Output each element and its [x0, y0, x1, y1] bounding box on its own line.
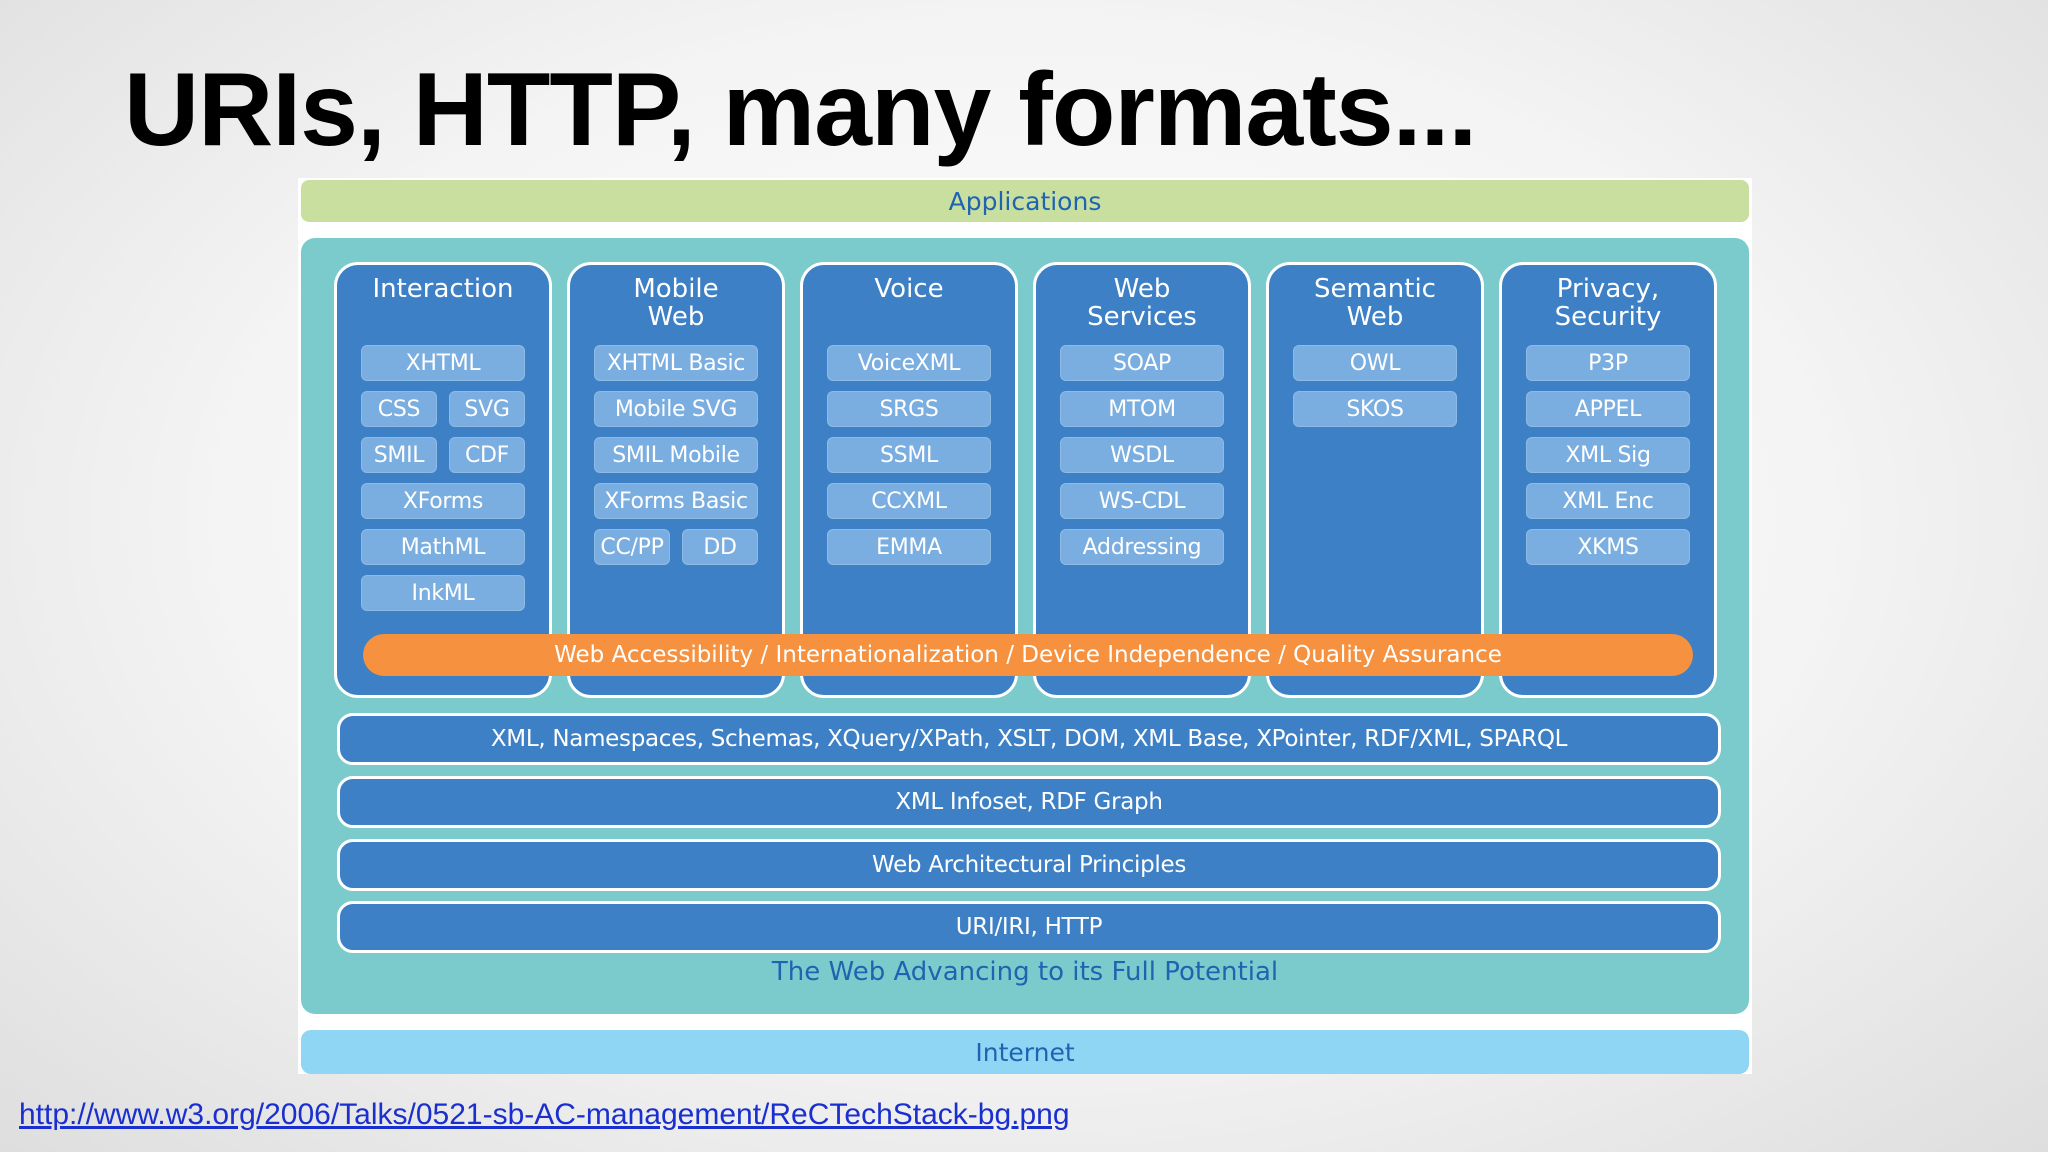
column-mobile-web: Mobile Web XHTML Basic Mobile SVG SMIL M…	[567, 262, 785, 698]
layer-uri-http: URI/IRI, HTTP	[337, 901, 1721, 953]
tech-chip: WS-CDL	[1060, 483, 1224, 519]
tech-chip: VoiceXML	[827, 345, 991, 381]
tech-chip: CDF	[449, 437, 525, 473]
layer-xml-rdf: XML, Namespaces, Schemas, XQuery/XPath, …	[337, 713, 1721, 765]
slide-title: URIs, HTTP, many formats...	[124, 52, 1477, 168]
column-privacy-security: Privacy, Security P3P APPEL XML Sig XML …	[1499, 262, 1717, 698]
tech-chip: EMMA	[827, 529, 991, 565]
tech-chip: OWL	[1293, 345, 1457, 381]
column-title: Semantic Web	[1314, 274, 1436, 332]
tech-chip: SOAP	[1060, 345, 1224, 381]
tech-chip: InkML	[361, 575, 525, 611]
column-title: Web Services	[1087, 274, 1197, 332]
tech-chip: SKOS	[1293, 391, 1457, 427]
web-platform-area: Interaction XHTML CSS SVG SMIL CDF XForm…	[301, 238, 1749, 1014]
tech-chip: SMIL Mobile	[594, 437, 758, 473]
tech-chip: XML Sig	[1526, 437, 1690, 473]
tech-chip: SVG	[449, 391, 525, 427]
tech-chip: DD	[682, 529, 758, 565]
column-title: Interaction	[372, 274, 514, 304]
platform-tagline: The Web Advancing to its Full Potential	[771, 957, 1279, 987]
tech-chip: XForms Basic	[594, 483, 758, 519]
cross-cutting-bar: Web Accessibility / Internationalization…	[363, 634, 1693, 676]
tech-chip: MathML	[361, 529, 525, 565]
layer-infoset-graph: XML Infoset, RDF Graph	[337, 776, 1721, 828]
tech-chip: SSML	[827, 437, 991, 473]
tech-chip: Mobile SVG	[594, 391, 758, 427]
column-title: Privacy, Security	[1554, 274, 1662, 332]
tech-chip: XHTML	[361, 345, 525, 381]
tech-chip: SRGS	[827, 391, 991, 427]
tech-chip: CCXML	[827, 483, 991, 519]
tech-chip: MTOM	[1060, 391, 1224, 427]
tech-chip: XHTML Basic	[594, 345, 758, 381]
tech-chip: SMIL	[361, 437, 437, 473]
tech-chip: XForms	[361, 483, 525, 519]
column-title: Voice	[874, 274, 944, 304]
tech-chip: Addressing	[1060, 529, 1224, 565]
w3c-technology-stack-diagram: Applications Interaction XHTML CSS SVG S…	[298, 178, 1752, 1074]
tech-chip: XML Enc	[1526, 483, 1690, 519]
column-interaction: Interaction XHTML CSS SVG SMIL CDF XForm…	[334, 262, 552, 698]
tech-chip: CSS	[361, 391, 437, 427]
applications-band: Applications	[301, 180, 1749, 222]
tech-chip: P3P	[1526, 345, 1690, 381]
tech-chip: WSDL	[1060, 437, 1224, 473]
column-web-services: Web Services SOAP MTOM WSDL WS-CDL Addre…	[1033, 262, 1251, 698]
column-title: Mobile Web	[633, 274, 719, 332]
tech-chip: XKMS	[1526, 529, 1690, 565]
internet-band: Internet	[301, 1030, 1749, 1074]
layer-architectural-principles: Web Architectural Principles	[337, 839, 1721, 891]
column-semantic-web: Semantic Web OWL SKOS	[1266, 262, 1484, 698]
tech-chip: CC/PP	[594, 529, 670, 565]
tech-chip: APPEL	[1526, 391, 1690, 427]
column-voice: Voice VoiceXML SRGS SSML CCXML EMMA	[800, 262, 1018, 698]
source-url-link[interactable]: http://www.w3.org/2006/Talks/0521-sb-AC-…	[19, 1098, 1070, 1131]
